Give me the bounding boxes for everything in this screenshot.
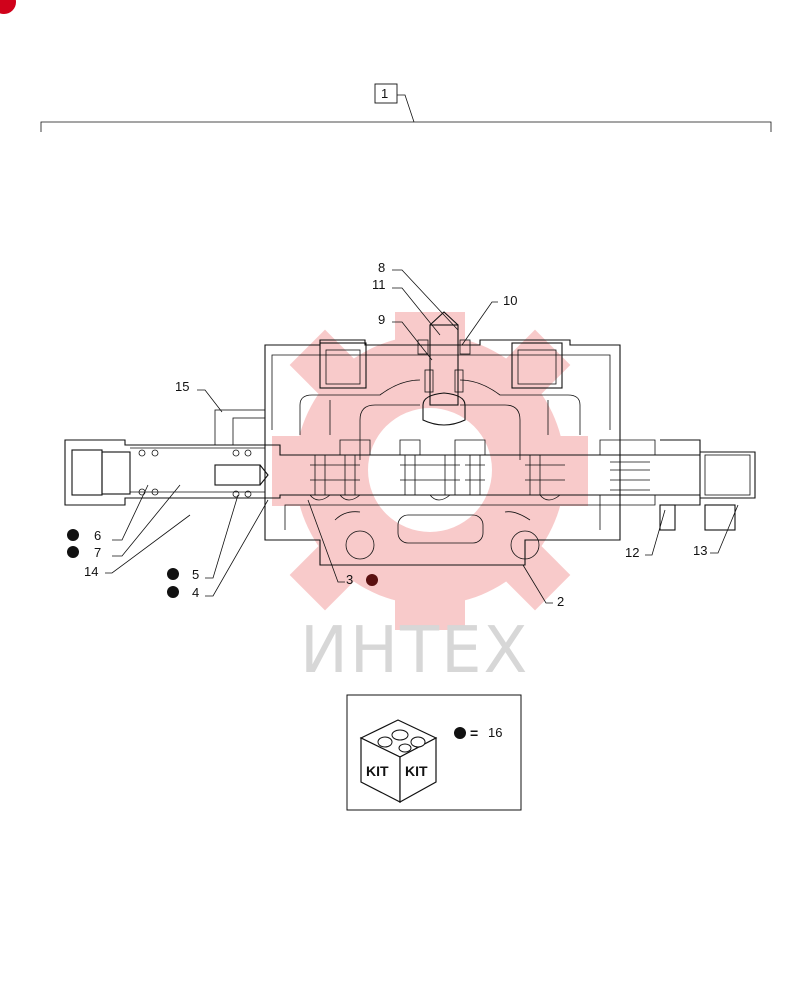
- callout-12: 12: [625, 545, 639, 560]
- kit-marker-dot: [366, 574, 378, 586]
- kit-marker-dot: [454, 727, 466, 739]
- callout-9: 9: [378, 312, 385, 327]
- callout-15: 15: [175, 379, 189, 394]
- check-valve: [417, 311, 471, 426]
- kit-marker-dot: [167, 586, 179, 598]
- kit-marker-dot: [167, 568, 179, 580]
- corner-badge: [0, 0, 16, 14]
- kit-label-left: KIT: [366, 763, 389, 779]
- callout-13: 13: [693, 543, 707, 558]
- spool: [64, 409, 756, 531]
- callout-8: 8: [378, 260, 385, 275]
- kit-equals: =: [470, 725, 478, 741]
- kit-number: 16: [488, 725, 502, 740]
- callout-1: 1: [381, 86, 388, 101]
- callout-5: 5: [192, 567, 199, 582]
- kit-legend: KIT KIT = 16: [346, 694, 522, 811]
- callout-4: 4: [192, 585, 199, 600]
- watermark-text: ИНТЕХ: [300, 614, 529, 688]
- callout-6: 6: [94, 528, 101, 543]
- callout-7: 7: [94, 545, 101, 560]
- kit-marker-dot: [67, 529, 79, 541]
- assembly-bracket: 1: [40, 83, 772, 132]
- kit-markers: [67, 529, 378, 598]
- leader-lines: [105, 269, 739, 604]
- kit-marker-dot: [67, 546, 79, 558]
- callout-10: 10: [503, 293, 517, 308]
- callout-3: 3: [346, 572, 353, 587]
- callout-14: 14: [84, 564, 98, 579]
- valve-body: [264, 339, 621, 566]
- kit-box-icon: [359, 719, 438, 804]
- callout-11: 11: [372, 277, 386, 292]
- callout-2: 2: [557, 594, 564, 609]
- kit-label-right: KIT: [405, 763, 428, 779]
